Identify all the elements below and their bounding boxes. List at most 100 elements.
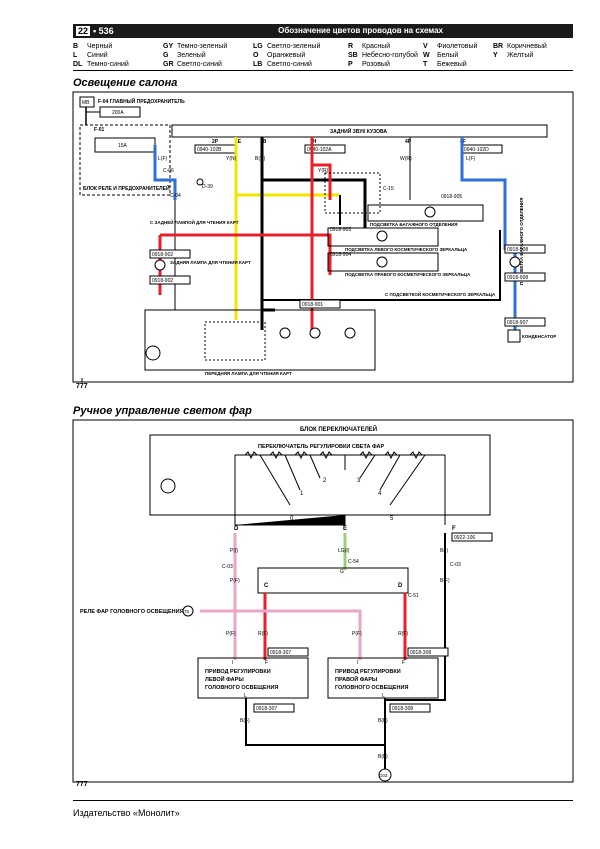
body-bus [171, 124, 548, 138]
svg-text:ЗАДНЯЯ ЛАМПА ДЛЯ ЧТЕНИЯ КАРТ: ЗАДНЯЯ ЛАМПА ДЛЯ ЧТЕНИЯ КАРТ [170, 260, 251, 265]
svg-text:С ПОДСВЕТКОЙ КОСМЕТИЧЕСКОГО ЗЕ: С ПОДСВЕТКОЙ КОСМЕТИЧЕСКОГО ЗЕРКАЛЬЦА [385, 290, 496, 297]
svg-text:B(I): B(I) [440, 548, 448, 554]
svg-text:ЗАДНИЙ ЗВУК КУЗОВА: ЗАДНИЙ ЗВУК КУЗОВА [330, 127, 387, 135]
svg-text:ЛЕВОЙ ФАРЫ: ЛЕВОЙ ФАРЫ [205, 675, 244, 683]
svg-text:0922-106: 0922-106 [454, 535, 475, 541]
svg-text:ПЕРЕДНЯЯ ЛАМПА ДЛЯ ЧТЕНИЯ КАРТ: ПЕРЕДНЯЯ ЛАМПА ДЛЯ ЧТЕНИЯ КАРТ [205, 371, 292, 376]
header-title: Обозначение цветов проводов на схемах [278, 26, 443, 35]
svg-text:Y(N): Y(N) [226, 156, 237, 162]
svg-text:P(F): P(F) [226, 631, 236, 637]
svg-text:0918-907: 0918-907 [507, 320, 528, 326]
relay-block-label: БЛОК РЕЛЕ И ПРЕДОХРАНИТЕЛЕЙ [83, 184, 170, 192]
section-title-headlight: Ручное управление светом фар [73, 405, 252, 417]
svg-text:1E: 1E [235, 139, 242, 145]
actuator-right [327, 657, 439, 699]
svg-text:4P: 4P [405, 139, 412, 145]
svg-text:L: L [382, 693, 385, 699]
svg-text:15A: 15A [118, 143, 128, 149]
svg-text:L(F): L(F) [466, 156, 476, 162]
svg-text:ПРИВОД РЕГУЛИРОВКИ: ПРИВОД РЕГУЛИРОВКИ [335, 669, 401, 675]
svg-text:ПЕРЕКЛЮЧАТЕЛЬ РЕГУЛИРОВКИ СВЕТ: ПЕРЕКЛЮЧАТЕЛЬ РЕГУЛИРОВКИ СВЕТА ФАР [258, 444, 385, 450]
svg-text:С ЗАДНЕЙ ЛАМПОЙ ДЛЯ ЧТЕНИЯ КАР: С ЗАДНЕЙ ЛАМПОЙ ДЛЯ ЧТЕНИЯ КАРТ [150, 218, 239, 225]
svg-text:200A: 200A [112, 110, 124, 116]
section-title-interior: Освещение салона [73, 77, 178, 89]
svg-text:C-54: C-54 [348, 559, 359, 565]
front-lamp-box [144, 309, 376, 371]
main-fuse-label: F-04 ГЛАВНЫЙ ПРЕДОХРАНИТЕЛЬ [98, 97, 185, 105]
svg-text:B(F): B(F) [378, 718, 388, 724]
svg-text:0940-102D: 0940-102D [464, 147, 489, 153]
svg-text:5: 5 [390, 516, 394, 522]
svg-text:D: D [234, 526, 239, 532]
footer-publisher: Издательство «Монолит» [73, 808, 180, 818]
svg-text:P(F): P(F) [230, 578, 240, 584]
svg-text:2: 2 [323, 478, 327, 484]
diagram1-frame [72, 91, 574, 383]
svg-text:0918-901: 0918-901 [302, 302, 323, 308]
svg-text:P(I): P(I) [230, 548, 238, 554]
svg-text:I: I [232, 660, 233, 666]
svg-text:ГОЛОВНОГО ОСВЕЩЕНИЯ: ГОЛОВНОГО ОСВЕЩЕНИЯ [205, 685, 278, 691]
page-number: 22• 536 [76, 26, 114, 36]
svg-text:ПРАВОЙ ФАРЫ: ПРАВОЙ ФАРЫ [335, 675, 378, 683]
svg-text:C-03: C-03 [450, 562, 461, 568]
svg-text:0918-902: 0918-902 [152, 252, 173, 258]
svg-text:777: 777 [76, 781, 88, 788]
svg-text:0918-903: 0918-903 [330, 227, 351, 233]
svg-text:P(F): P(F) [352, 631, 362, 637]
svg-text:I: I [357, 660, 358, 666]
svg-text:ПРИВОД РЕГУЛИРОВКИ: ПРИВОД РЕГУЛИРОВКИ [205, 669, 271, 675]
svg-text:W(R): W(R) [400, 156, 412, 162]
svg-text:D-39: D-39 [202, 184, 213, 190]
svg-text:R(F): R(F) [398, 631, 408, 637]
svg-text:0918-904: 0918-904 [330, 252, 351, 258]
svg-text:C-15: C-15 [383, 186, 394, 192]
diagram2-frame [72, 419, 574, 783]
svg-text:F: F [402, 660, 405, 666]
svg-text:2P: 2P [212, 139, 219, 145]
svg-text:MB: MB [82, 100, 90, 106]
svg-text:0: 0 [290, 516, 294, 522]
svg-text:0918-908: 0918-908 [507, 275, 528, 281]
svg-text:B(F): B(F) [440, 578, 450, 584]
svg-text:0918-308: 0918-308 [392, 706, 413, 712]
battery-box [79, 96, 95, 108]
svg-text:B(F): B(F) [378, 754, 388, 760]
svg-text:L: L [244, 693, 247, 699]
svg-text:Y(R): Y(R) [318, 168, 329, 174]
svg-text:G: G [340, 569, 344, 575]
svg-text:0918-908: 0918-908 [507, 247, 528, 253]
svg-text:ПОДСВЕТКА ПРАВОГО КОСМЕТИЧЕСКО: ПОДСВЕТКА ПРАВОГО КОСМЕТИЧЕСКОГО ЗЕРКАЛЬ… [345, 272, 471, 277]
svg-text:ПОДСВЕТКА БАГАЖНОГО ОТДЕЛЕНИЯ: ПОДСВЕТКА БАГАЖНОГО ОТДЕЛЕНИЯ [519, 198, 524, 286]
switch-block-label: БЛОК ПЕРЕКЛЮЧАТЕЛЕЙ [300, 425, 377, 433]
svg-text:B(N): B(N) [255, 156, 266, 162]
page-header: 22• 536 Обозначение цветов проводов на с… [73, 24, 573, 38]
svg-text:ГОЛОВНОГО ОСВЕЩЕНИЯ: ГОЛОВНОГО ОСВЕЩЕНИЯ [335, 685, 408, 691]
svg-text:C-06: C-06 [163, 168, 174, 174]
svg-text:F-01: F-01 [94, 127, 105, 133]
svg-text:ПОДСВЕТКА ЛЕВОГО КОСМЕТИЧЕСКОГ: ПОДСВЕТКА ЛЕВОГО КОСМЕТИЧЕСКОГО ЗЕРКАЛЬЦ… [345, 247, 468, 252]
svg-text:3: 3 [357, 478, 361, 484]
svg-text:C-04: C-04 [170, 193, 181, 199]
svg-text:B(F): B(F) [240, 718, 250, 724]
svg-text:E: E [343, 526, 347, 532]
svg-text:0940-102A: 0940-102A [307, 147, 332, 153]
relay-label: РЕЛЕ ФАР ГОЛОВНОГО ОСВЕЩЕНИЯ [80, 609, 184, 615]
svg-text:0918-308: 0918-308 [410, 650, 431, 656]
svg-text:ПОДСВЕТКА БАГАЖНОГО ОТДЕЛЕНИЯ: ПОДСВЕТКА БАГАЖНОГО ОТДЕЛЕНИЯ [370, 222, 458, 227]
svg-text:F: F [265, 660, 268, 666]
svg-text:0918-307: 0918-307 [270, 650, 291, 656]
svg-text:КОНДЕНСАТОР: КОНДЕНСАТОР [522, 334, 556, 339]
svg-text:4: 4 [378, 491, 382, 497]
